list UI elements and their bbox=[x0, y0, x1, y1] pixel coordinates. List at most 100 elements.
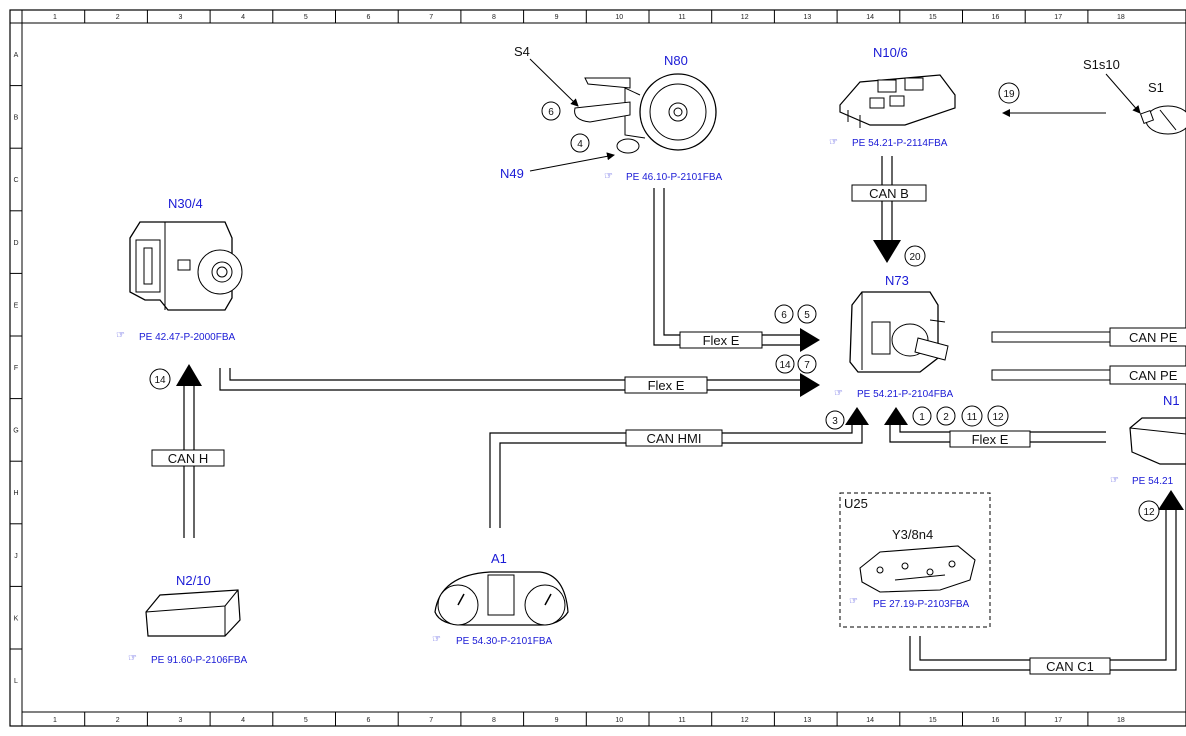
s1-switch[interactable] bbox=[1139, 105, 1186, 135]
svg-text:6: 6 bbox=[781, 310, 787, 321]
a1-label: A1 bbox=[491, 551, 507, 566]
marker-2: 2 bbox=[936, 406, 956, 426]
a1-reference-link[interactable]: ☞ PE 54.30-P-2101FBA bbox=[432, 634, 552, 647]
marker-11: 11 bbox=[961, 405, 983, 427]
column-number: 6 bbox=[367, 717, 371, 724]
column-number: 1 bbox=[53, 717, 57, 724]
column-number: 10 bbox=[615, 14, 623, 21]
column-number: 16 bbox=[992, 717, 1000, 724]
n10-6-module[interactable] bbox=[839, 74, 956, 128]
pointer-hand-icon: ☞ bbox=[128, 653, 137, 664]
n73-reference-link[interactable]: ☞ PE 54.21-P-2104FBA bbox=[834, 388, 953, 400]
n2-10-module[interactable] bbox=[145, 589, 241, 637]
column-number: 5 bbox=[304, 14, 308, 21]
pointer-hand-icon: ☞ bbox=[432, 634, 441, 645]
column-number: 8 bbox=[492, 717, 496, 724]
row-letter: D bbox=[13, 240, 18, 247]
column-number: 5 bbox=[304, 717, 308, 724]
column-number: 7 bbox=[429, 14, 433, 21]
marker-14-n30: 14 bbox=[149, 368, 171, 390]
svg-text:Flex E: Flex E bbox=[648, 378, 685, 393]
svg-text:CAN PE: CAN PE bbox=[1129, 330, 1178, 345]
n1-partial-label: N1 bbox=[1163, 393, 1180, 408]
row-letter: A bbox=[14, 52, 19, 59]
svg-text:12: 12 bbox=[992, 412, 1004, 423]
a1-instrument-cluster[interactable] bbox=[434, 571, 569, 626]
n30-4-label: N30/4 bbox=[168, 196, 203, 211]
u25-group: U25 Y3/8n4 bbox=[839, 492, 991, 628]
row-letter: H bbox=[13, 490, 18, 497]
n2-10-label: N2/10 bbox=[176, 573, 211, 588]
column-number: 9 bbox=[555, 14, 559, 21]
n30-4-reference-link[interactable]: ☞ PE 42.47-P-2000FBA bbox=[116, 330, 235, 343]
right-module-reference-link[interactable]: ☞ PE 54.21 bbox=[1110, 475, 1174, 487]
column-number: 13 bbox=[804, 14, 812, 21]
pointer-hand-icon: ☞ bbox=[829, 137, 838, 148]
column-number: 10 bbox=[615, 717, 623, 724]
svg-text:PE 54.30-P-2101FBA: PE 54.30-P-2101FBA bbox=[456, 636, 552, 647]
flex-e-bus-n80: Flex E bbox=[653, 188, 820, 352]
flex-e-bus-right: Flex E bbox=[884, 407, 1106, 448]
y3-8n4-reference-link[interactable]: ☞ PE 27.19-P-2103FBA bbox=[849, 596, 969, 610]
svg-text:6: 6 bbox=[548, 107, 554, 118]
marker-6: 6 bbox=[774, 304, 794, 324]
svg-text:PE 91.60-P-2106FBA: PE 91.60-P-2106FBA bbox=[151, 655, 247, 666]
svg-text:PE 54.21-P-2104FBA: PE 54.21-P-2104FBA bbox=[857, 389, 953, 400]
y3-8n4-valve-body[interactable] bbox=[859, 545, 976, 593]
flex-e-bus-n30: Flex E bbox=[219, 368, 820, 397]
marker-1: 1 bbox=[912, 406, 932, 426]
column-number: 18 bbox=[1117, 717, 1125, 724]
marker-12: 12 bbox=[1138, 500, 1160, 522]
row-letter: J bbox=[14, 553, 18, 560]
svg-text:1: 1 bbox=[919, 412, 925, 423]
n80-switch-module[interactable] bbox=[574, 73, 717, 154]
can-c1-bus: CAN C1 bbox=[909, 490, 1184, 675]
marker-7: 7 bbox=[797, 354, 817, 374]
can-pe-bus-1: CAN PE bbox=[991, 327, 1186, 347]
right-module-partial[interactable] bbox=[1129, 417, 1186, 465]
s1-label: S1 bbox=[1148, 80, 1164, 95]
svg-text:PE 46.10-P-2101FBA: PE 46.10-P-2101FBA bbox=[626, 172, 722, 183]
marker-14-n73: 14 bbox=[775, 354, 795, 374]
row-letter: B bbox=[14, 115, 19, 122]
n73-label: N73 bbox=[885, 273, 909, 288]
n30-4-esp-unit[interactable] bbox=[129, 221, 243, 311]
n2-10-reference-link[interactable]: ☞ PE 91.60-P-2106FBA bbox=[128, 653, 247, 666]
column-number: 17 bbox=[1054, 14, 1062, 21]
marker-12-top: 12 bbox=[987, 405, 1009, 427]
column-number: 8 bbox=[492, 14, 496, 21]
svg-text:4: 4 bbox=[577, 139, 583, 150]
n73-ignition-switch[interactable] bbox=[849, 291, 949, 373]
svg-text:3: 3 bbox=[832, 416, 838, 427]
column-number: 15 bbox=[929, 717, 937, 724]
column-number: 12 bbox=[741, 14, 749, 21]
svg-text:PE 54.21: PE 54.21 bbox=[1132, 476, 1174, 487]
column-number: 2 bbox=[116, 14, 120, 21]
svg-text:CAN PE: CAN PE bbox=[1129, 368, 1178, 383]
svg-text:CAN B: CAN B bbox=[869, 186, 909, 201]
pointer-hand-icon: ☞ bbox=[849, 596, 858, 607]
column-number: 6 bbox=[367, 14, 371, 21]
column-number: 11 bbox=[678, 717, 685, 724]
n10-6-label: N10/6 bbox=[873, 45, 908, 60]
pointer-hand-icon: ☞ bbox=[116, 330, 125, 341]
pointer-hand-icon: ☞ bbox=[1110, 475, 1119, 486]
svg-text:Flex E: Flex E bbox=[703, 333, 740, 348]
svg-text:7: 7 bbox=[804, 360, 810, 371]
svg-text:20: 20 bbox=[909, 252, 921, 263]
row-letter: F bbox=[14, 365, 18, 372]
n10-6-reference-link[interactable]: ☞ PE 54.21-P-2114FBA bbox=[829, 137, 948, 149]
svg-text:2: 2 bbox=[943, 412, 949, 423]
column-number: 2 bbox=[116, 717, 120, 724]
n80-reference-link[interactable]: ☞ PE 46.10-P-2101FBA bbox=[604, 171, 722, 183]
marker-19: 19 bbox=[998, 82, 1020, 104]
column-number: 14 bbox=[866, 14, 874, 21]
svg-text:14: 14 bbox=[779, 360, 791, 371]
marker-4-n49: 4 bbox=[570, 133, 590, 153]
row-letter: E bbox=[14, 302, 19, 309]
column-number: 17 bbox=[1054, 717, 1062, 724]
svg-text:Flex E: Flex E bbox=[972, 432, 1009, 447]
